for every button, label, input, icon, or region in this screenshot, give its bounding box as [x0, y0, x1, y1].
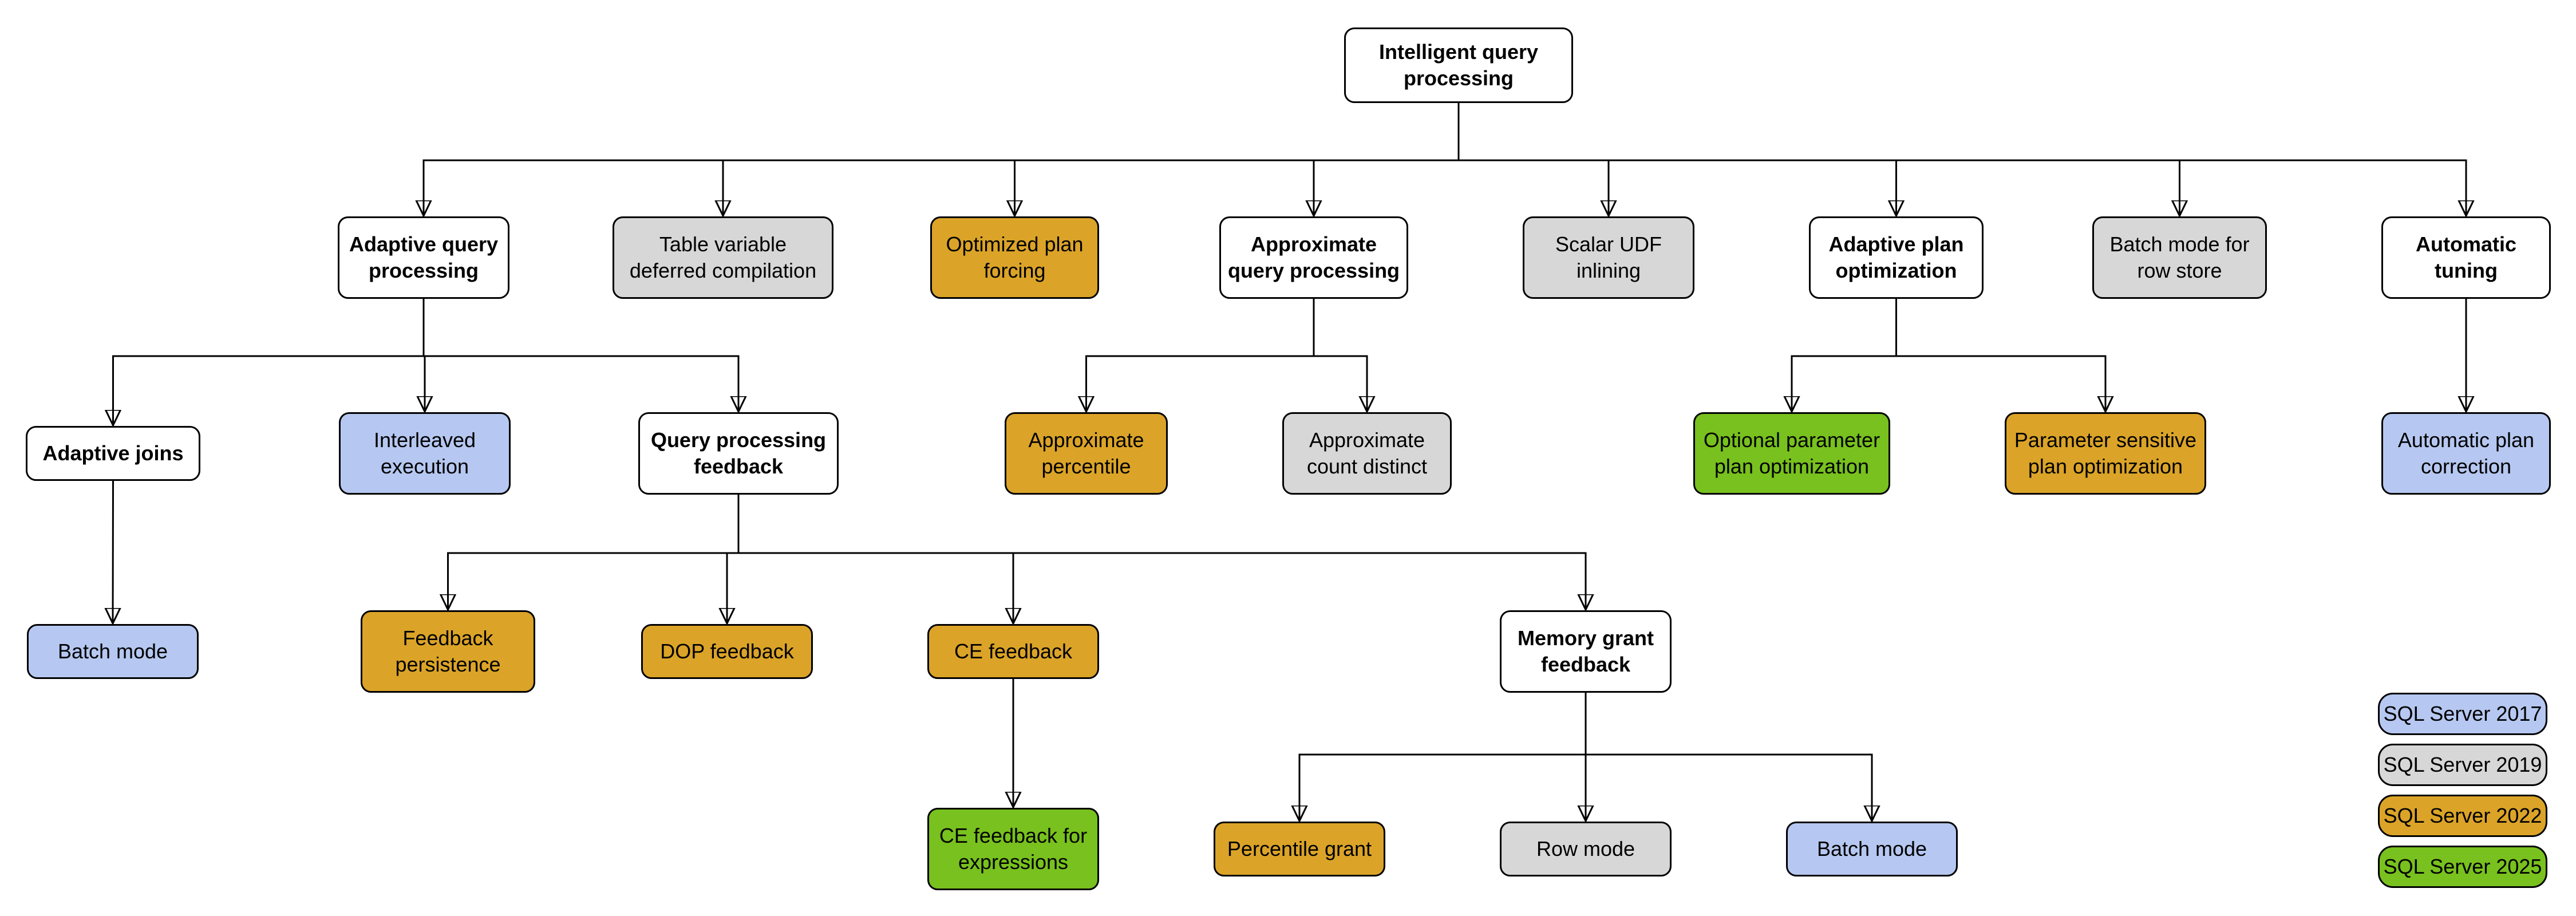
- edge-mgf-pg: [1299, 693, 1587, 820]
- edge-apo-oppo: [1792, 299, 1897, 411]
- node-cef: CE feedback: [927, 624, 1099, 679]
- node-rm: Row mode: [1500, 822, 1672, 876]
- edge-qpf-fp: [448, 495, 740, 609]
- node-bm1: Batch mode: [27, 624, 199, 679]
- node-label: CE feedback: [954, 639, 1073, 663]
- node-label: Approximate count distinct: [1306, 428, 1428, 478]
- node-label: Adaptive joins: [42, 441, 184, 465]
- node-label: Approximate percentile: [1028, 428, 1144, 478]
- edge-root-at: [1457, 103, 2466, 215]
- node-label: Approximate query processing: [1227, 232, 1400, 282]
- node-label: Memory grant feedback: [1517, 626, 1654, 676]
- node-label: Interleaved execution: [373, 428, 476, 478]
- node-aj: Adaptive joins: [26, 426, 200, 481]
- node-label: Table variable deferred compilation: [629, 232, 817, 282]
- node-aqp: Adaptive query processing: [338, 216, 509, 299]
- edge-aqp-aj: [113, 299, 425, 425]
- node-at: Automatic tuning: [2381, 216, 2551, 299]
- node-tvdc: Table variable deferred compilation: [613, 216, 833, 299]
- edge-group: [113, 103, 2466, 820]
- node-label: Row mode: [1536, 837, 1635, 860]
- node-label: Feedback persistence: [395, 626, 501, 676]
- node-fp: Feedback persistence: [361, 610, 535, 693]
- legend-item-sql-server-2025: SQL Server 2025: [2378, 846, 2547, 888]
- node-oppo: Optional parameter plan optimization: [1693, 412, 1890, 495]
- node-label: Intelligent query processing: [1378, 40, 1539, 90]
- node-label: Adaptive plan optimization: [1828, 232, 1964, 282]
- node-bmrs: Batch mode for row store: [2092, 216, 2267, 299]
- node-opf: Optimized plan forcing: [930, 216, 1099, 299]
- node-label: Optimized plan forcing: [946, 232, 1084, 282]
- node-label: Batch mode: [1816, 837, 1927, 860]
- node-bm2: Batch mode: [1786, 822, 1958, 876]
- node-label: Parameter sensitive plan optimization: [2014, 428, 2197, 478]
- node-label: Batch mode for row store: [2109, 232, 2250, 282]
- edge-qpf-mgf: [737, 495, 1586, 609]
- edge-root-bmrs: [1457, 103, 2180, 215]
- legend-item-sql-server-2017: SQL Server 2017: [2378, 693, 2547, 735]
- node-acd: Approximate count distinct: [1282, 412, 1452, 495]
- node-mgf: Memory grant feedback: [1500, 610, 1672, 693]
- node-apo: Adaptive plan optimization: [1809, 216, 1984, 299]
- edge-root-sudf: [1457, 103, 1609, 215]
- edge-root-opf: [1015, 103, 1460, 215]
- edge-apo-pspo: [1895, 299, 2106, 411]
- node-pspo: Parameter sensitive plan optimization: [2005, 412, 2206, 495]
- edge-aqp-qpf: [422, 299, 738, 411]
- node-qpf: Query processing feedback: [638, 412, 839, 495]
- node-ap: Approximate percentile: [1005, 412, 1168, 495]
- edge-mgf-bm2: [1585, 693, 1872, 820]
- node-label: Scalar UDF inlining: [1555, 232, 1662, 282]
- node-dop: DOP feedback: [641, 624, 813, 679]
- edge-aqproc-acd: [1313, 299, 1367, 411]
- node-label: Optional parameter plan optimization: [1703, 428, 1880, 478]
- node-root: Intelligent query processing: [1344, 27, 1573, 103]
- edge-aqproc-ap: [1086, 299, 1315, 411]
- node-label: Query processing feedback: [650, 428, 827, 478]
- node-label: Automatic tuning: [2415, 232, 2516, 282]
- node-label: Adaptive query processing: [349, 232, 499, 282]
- node-label: DOP feedback: [660, 639, 794, 663]
- edge-qpf-cef: [737, 495, 1013, 623]
- node-cefe: CE feedback for expressions: [927, 808, 1099, 890]
- node-ie: Interleaved execution: [339, 412, 511, 495]
- edge-root-apo: [1457, 103, 1897, 215]
- node-pg: Percentile grant: [1214, 822, 1385, 876]
- edge-root-tvdc: [723, 103, 1460, 215]
- edge-qpf-dop: [727, 495, 740, 623]
- edge-root-aqp: [424, 103, 1460, 215]
- edge-root-aqproc: [1314, 103, 1460, 215]
- legend-item-sql-server-2019: SQL Server 2019: [2378, 744, 2547, 786]
- node-apc: Automatic plan correction: [2381, 412, 2551, 495]
- legend-item-sql-server-2022: SQL Server 2022: [2378, 795, 2547, 837]
- node-label: CE feedback for expressions: [939, 824, 1088, 874]
- node-label: Automatic plan correction: [2397, 428, 2535, 478]
- node-label: Percentile grant: [1227, 837, 1372, 860]
- node-sudf: Scalar UDF inlining: [1523, 216, 1694, 299]
- node-aqproc: Approximate query processing: [1219, 216, 1408, 299]
- node-label: Batch mode: [57, 639, 168, 663]
